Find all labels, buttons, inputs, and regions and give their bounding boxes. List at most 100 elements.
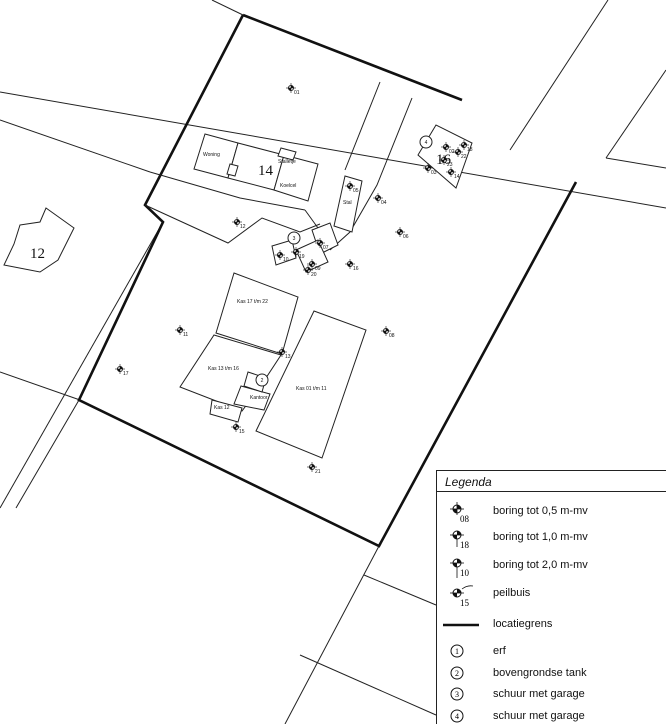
boring-number-03: 03 — [431, 170, 437, 176]
boring-marker-23: 23 — [439, 155, 453, 168]
legend-label-schuur-4: schuur met garage — [493, 710, 585, 722]
legend-label-erf: erf — [493, 645, 506, 657]
boring-number-19: 19 — [299, 254, 305, 260]
locatiegrens-line-icon — [443, 623, 479, 627]
boring-marker-01: 01 — [286, 83, 300, 96]
boring-marker-06: 06 — [395, 227, 409, 240]
peilbuis-icon: 15 — [450, 585, 474, 607]
boring-marker-08: 08 — [381, 326, 395, 339]
legend-item-locatiegrens: locatiegrens — [437, 615, 666, 639]
boring-number-02: 02 — [449, 149, 455, 155]
svg-text:3: 3 — [455, 690, 459, 699]
boring-marker-14: 14 — [446, 167, 460, 180]
boring-number-16: 16 — [353, 266, 359, 272]
boring-number-04: 04 — [381, 200, 387, 206]
boring-number-14: 14 — [454, 174, 460, 180]
boring-marker-07: 07 — [315, 238, 329, 251]
label-kas17: Kas 17 t/m 22 — [237, 299, 268, 305]
buildings — [179, 124, 473, 459]
boring-number-12: 12 — [240, 224, 246, 230]
boring-number-05: 05 — [353, 188, 359, 194]
site-marker-4: 4 — [419, 135, 433, 149]
boring-number-10: 10 — [283, 257, 289, 263]
boring-marker-15: 15 — [231, 422, 245, 435]
label-kas13: Kas 13 t/m 16 — [208, 366, 239, 372]
boring-marker-22: 22 — [453, 147, 467, 160]
boring-number-08: 08 — [389, 333, 395, 339]
legend: Legenda 08 boring tot 0,5 m-mv 18 boring… — [436, 470, 666, 724]
svg-text:3: 3 — [293, 236, 296, 242]
marker-4-icon: 4 — [450, 709, 464, 723]
boring-marker-20: 20 — [303, 265, 317, 278]
legend-title: Legenda — [445, 475, 492, 489]
legend-label-locatiegrens: locatiegrens — [493, 618, 553, 630]
boring-number-09: 09 — [315, 266, 321, 272]
boring-number-07: 07 — [323, 245, 329, 251]
legend-label-boring-10: boring tot 1,0 m-mv — [493, 531, 588, 543]
plot-lines — [144, 81, 413, 251]
site-marker-3: 3 — [287, 231, 301, 245]
boring-marker-09: 09 — [307, 259, 321, 272]
svg-text:2: 2 — [261, 378, 264, 384]
legend-item-schuur-4: 4 schuur met garage — [437, 708, 666, 724]
svg-text:2: 2 — [455, 669, 459, 678]
site-marker-2: 2 — [255, 373, 269, 387]
svg-text:4: 4 — [455, 712, 459, 721]
legend-label-tank: bovengrondse tank — [493, 667, 587, 679]
legend-label-boring-05: boring tot 0,5 m-mv — [493, 505, 588, 517]
svg-text:1: 1 — [455, 647, 459, 656]
svg-text:08: 08 — [460, 514, 470, 524]
label-koelcel: Koelcel — [280, 183, 296, 189]
svg-text:10: 10 — [460, 568, 470, 578]
boring-number-11: 11 — [183, 332, 188, 338]
boring-10-icon: 18 — [450, 530, 470, 550]
label-kantoor: Kantoor — [250, 395, 268, 401]
boring-marker-12: 12 — [232, 217, 246, 230]
legend-label-peilbuis: peilbuis — [493, 587, 531, 599]
boring-number-13: 13 — [285, 354, 291, 360]
boring-marker-05: 05 — [345, 181, 359, 194]
boring-number-18: 18 — [467, 147, 473, 153]
boring-number-01: 01 — [294, 90, 300, 96]
boring-marker-10: 10 — [275, 250, 289, 263]
boring-number-23: 23 — [447, 162, 453, 168]
boring-05-icon: 08 — [450, 502, 470, 524]
boring-number-06: 06 — [403, 234, 409, 240]
boring-number-21: 21 — [315, 469, 321, 475]
location-boundary — [77, 13, 578, 548]
legend-divider — [437, 491, 666, 492]
boring-marker-11: 11 — [175, 325, 188, 338]
legend-item-erf: 1 erf — [437, 643, 666, 667]
building-labels: Woning Stalletje Koelcel Stal Kas 17 t/m… — [203, 152, 352, 411]
boring-number-15: 15 — [239, 429, 245, 435]
boring-marker-18: 18 — [459, 140, 473, 153]
label-stal: Stal — [343, 200, 352, 206]
legend-item-tank: 2 bovengrondse tank — [437, 665, 666, 689]
svg-text:18: 18 — [460, 540, 470, 550]
boring-marker-02: 02 — [441, 142, 455, 155]
svg-text:4: 4 — [425, 140, 428, 146]
boring-marker-03: 03 — [423, 163, 437, 176]
parcel-number-12: 12 — [30, 246, 45, 262]
label-woning: Woning — [203, 152, 220, 158]
legend-item-schuur-3: 3 schuur met garage — [437, 686, 666, 710]
boring-number-20: 20 — [311, 272, 317, 278]
legend-item-boring-10: 18 boring tot 1,0 m-mv — [437, 527, 666, 551]
boring-20-icon: 10 — [450, 558, 470, 578]
legend-label-schuur-3: schuur met garage — [493, 688, 585, 700]
legend-item-boring-05: 08 boring tot 0,5 m-mv — [437, 501, 666, 525]
boring-marker-04: 04 — [373, 193, 387, 206]
legend-item-peilbuis: 15 peilbuis — [437, 583, 666, 607]
svg-text:15: 15 — [460, 598, 470, 607]
label-kas01: Kas 01 t/m 11 — [296, 386, 327, 392]
parcel-12-outline — [3, 207, 75, 273]
borings-layer: 01 02 03 04 05 06 07 08 09 10 11 12 13 14 15 16 17 18 19 20… — [115, 83, 473, 475]
label-kas12: Kas 12 — [214, 405, 230, 411]
boring-marker-21: 21 — [307, 462, 321, 475]
boring-marker-16: 16 — [345, 259, 359, 272]
boring-marker-17: 17 — [115, 364, 129, 377]
marker-1-icon: 1 — [450, 644, 464, 658]
boring-marker-19: 19 — [291, 247, 305, 260]
